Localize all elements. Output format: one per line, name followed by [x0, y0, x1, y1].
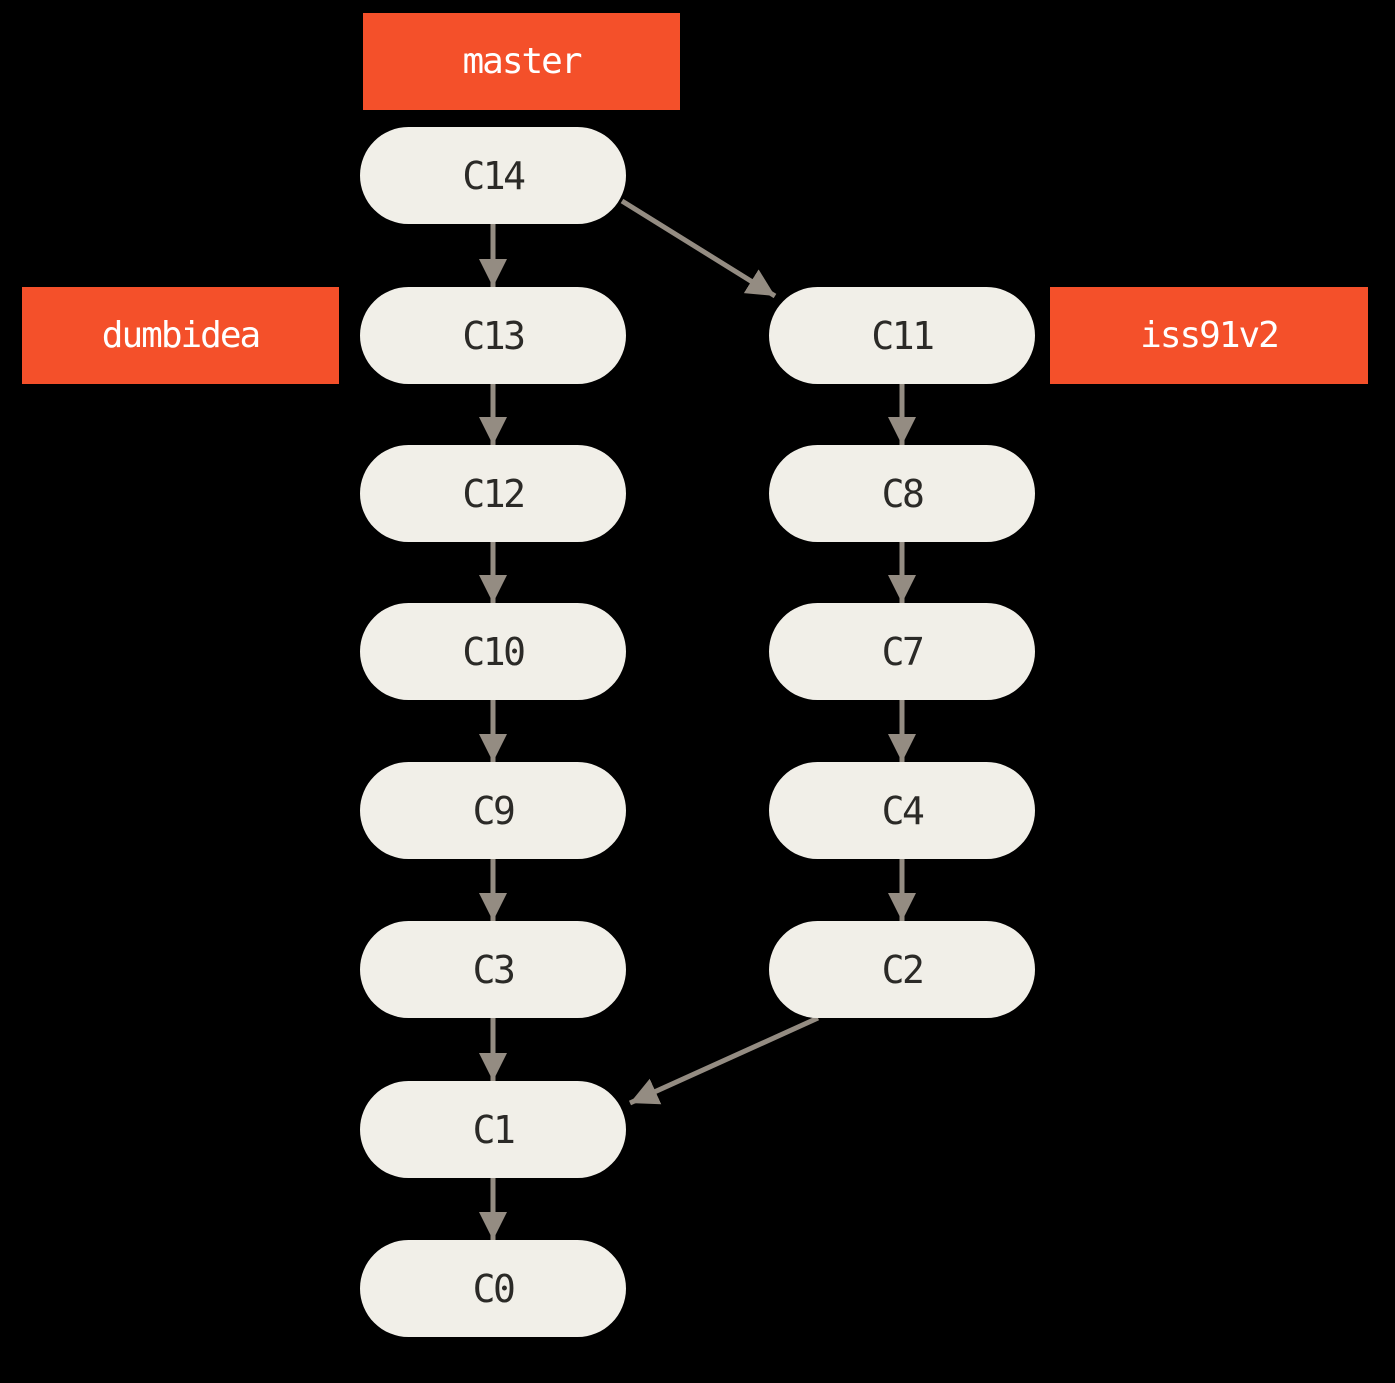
commit-node-c13-text: C13	[462, 313, 526, 358]
edge-c2-c1	[628, 1015, 820, 1106]
commit-node-c4-text: C4	[881, 788, 925, 833]
commit-node-c9: C9	[360, 762, 626, 859]
commit-node-c12-text: C12	[462, 471, 526, 516]
commit-node-c11: C11	[769, 287, 1035, 384]
commit-node-c1-text: C1	[472, 1107, 516, 1152]
commit-node-c10-text: C10	[462, 629, 526, 674]
commit-node-c0: C0	[360, 1240, 626, 1337]
edge-c14-c11	[620, 198, 777, 299]
commit-node-c4: C4	[769, 762, 1035, 859]
commit-node-c3-text: C3	[472, 947, 516, 992]
branch-label-iss91v2: iss91v2	[1050, 287, 1368, 384]
commit-node-c12: C12	[360, 445, 626, 542]
branch-label-dumbidea: dumbidea	[22, 287, 339, 384]
commit-node-c9-text: C9	[472, 788, 516, 833]
commit-node-c8-text: C8	[881, 471, 925, 516]
branch-label-master: master	[363, 13, 680, 110]
commit-node-c2-text: C2	[881, 947, 925, 992]
commit-node-c14-text: C14	[462, 153, 526, 198]
branch-label-iss91v2-text: iss91v2	[1140, 315, 1280, 356]
commit-node-c3: C3	[360, 921, 626, 1018]
commit-node-c0-text: C0	[472, 1266, 516, 1311]
commit-node-c13: C13	[360, 287, 626, 384]
commit-node-c10: C10	[360, 603, 626, 700]
commit-node-c2: C2	[769, 921, 1035, 1018]
commit-node-c11-text: C11	[871, 313, 935, 358]
commit-node-c1: C1	[360, 1081, 626, 1178]
commit-node-c14: C14	[360, 127, 626, 224]
commit-node-c7: C7	[769, 603, 1035, 700]
branch-label-master-text: master	[462, 41, 582, 82]
commit-node-c7-text: C7	[881, 629, 925, 674]
commit-node-c8: C8	[769, 445, 1035, 542]
branch-label-dumbidea-text: dumbidea	[101, 315, 261, 356]
